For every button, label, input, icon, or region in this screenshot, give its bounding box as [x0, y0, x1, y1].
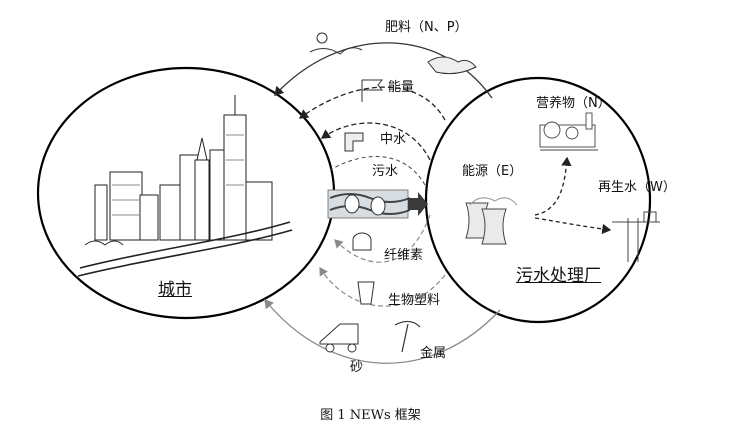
fertilizer-sun-icon — [309, 32, 477, 75]
label-energy-source: 能源（E） — [462, 164, 523, 179]
city-skyline-illustration — [77, 95, 293, 277]
bioplastic-arc — [319, 266, 446, 307]
energy-flag-icon — [361, 79, 384, 102]
label-energy: 能量 — [388, 80, 415, 95]
label-sand: 砂 — [350, 360, 364, 375]
tissue-roll-icon — [352, 232, 372, 251]
cooling-towers-illustration — [465, 197, 518, 245]
label-city: 城市 — [158, 280, 192, 300]
recycled-water-structure-illustration — [612, 211, 660, 262]
label-cellulose: 纤维素 — [384, 248, 424, 263]
label-nutrients: 营养物（N） — [536, 96, 611, 111]
label-reclaimed-water: 中水 — [380, 132, 407, 147]
label-metal: 金属 — [420, 346, 447, 361]
label-wwtp: 污水处理厂 — [516, 266, 601, 286]
faucet-icon — [344, 132, 364, 152]
energy-arc — [298, 86, 446, 121]
cup-icon — [357, 281, 375, 305]
sewage-flow-arrow — [408, 192, 428, 216]
dump-truck-icon — [319, 323, 359, 353]
energy-to-nutrients-arrow — [534, 156, 572, 216]
label-bioplastic: 生物塑料 — [388, 293, 441, 308]
pickaxe-icon — [394, 320, 421, 353]
cellulose-arc — [334, 214, 431, 263]
sewage-pipes-illustration — [327, 189, 411, 219]
reclaimed-water-arc — [320, 122, 431, 161]
label-recycled-water: 再生水（W） — [598, 180, 676, 195]
label-sewage: 污水 — [372, 164, 399, 179]
figure-caption: 图 1 NEWs 框架 — [320, 408, 421, 423]
wwtp-circle — [424, 76, 652, 324]
energy-to-water-arrow — [534, 217, 612, 235]
nutrient-plant-illustration — [539, 112, 598, 151]
fertilizer-arc — [274, 42, 493, 99]
label-fertilizer: 肥料（N、P） — [385, 20, 468, 35]
metal-sand-arc — [264, 298, 501, 364]
sewage-arc — [329, 155, 426, 186]
